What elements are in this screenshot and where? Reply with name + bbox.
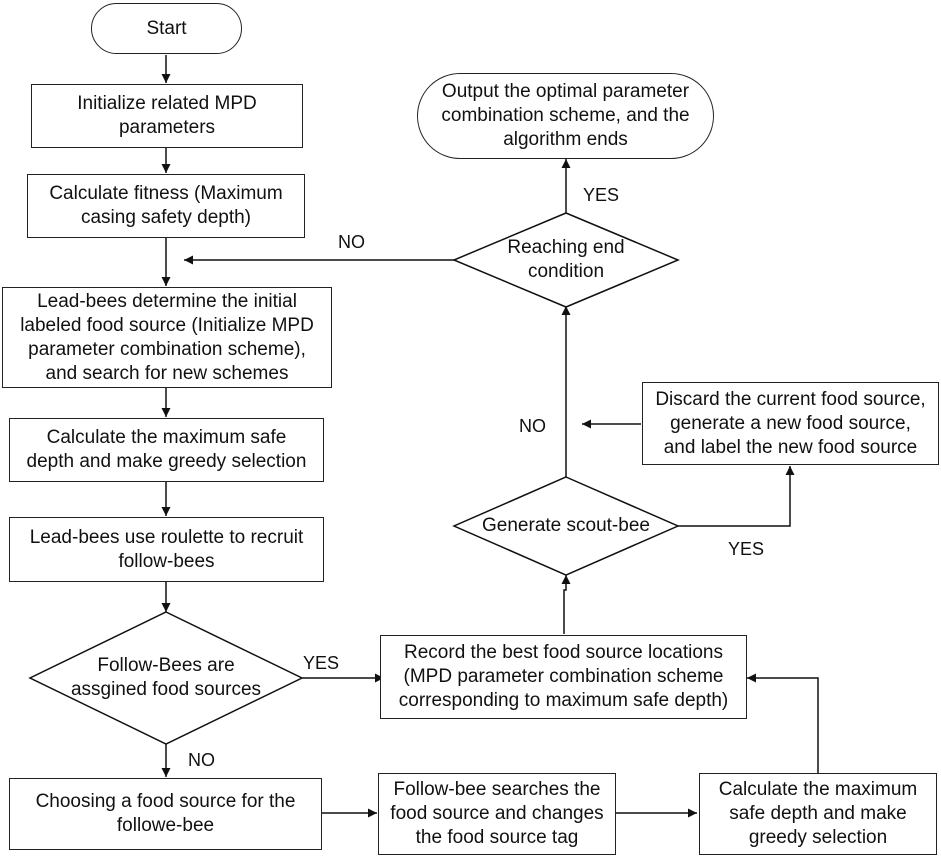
arrow-scout-yes-to-discard <box>678 466 795 527</box>
arrow-calc2-to-record <box>747 673 819 773</box>
end-condition-label: Reaching end condition <box>507 237 625 282</box>
no-label-assigned: NO <box>188 750 215 770</box>
yes-label-assigned: YES <box>303 653 340 673</box>
no-label-end-condition: NO <box>338 232 365 252</box>
follow-assigned-label: Follow-Bees are assgined food sources <box>70 655 262 700</box>
scout-bee-label: Generate scout-bee <box>482 515 650 536</box>
arrow-record-to-scout <box>561 575 571 634</box>
start-terminal: Start <box>91 3 242 54</box>
choose-source-box: Choosing a food source for the followe-b… <box>9 778 322 850</box>
output-terminal: Output the optimal parameter combination… <box>417 73 714 159</box>
discard-source-box: Discard the current food source, generat… <box>642 382 939 465</box>
roulette-box: Lead-bees use roulette to recruit follow… <box>9 517 324 582</box>
decision-scout-bee-shape <box>452 476 680 576</box>
calc-max-safe-box-1: Calculate the maximum safe depth and mak… <box>9 418 324 482</box>
decision-end-condition-shape <box>452 212 680 308</box>
follow-search-box: Follow-bee searches the food source and … <box>378 773 616 855</box>
lead-bees-init-box: Lead-bees determine the initial labeled … <box>2 287 332 388</box>
decision-follow-assigned-shape <box>28 611 304 745</box>
record-best-box: Record the best food source locations (M… <box>380 635 747 719</box>
calc-fitness-box: Calculate fitness (Maximum casing safety… <box>27 174 305 238</box>
yes-label-end-condition: YES <box>583 185 620 205</box>
calc-max-safe-box-2: Calculate the maximum safe depth and mak… <box>699 773 937 855</box>
init-params-box: Initialize related MPD parameters <box>31 84 303 148</box>
yes-label-scout: YES <box>728 539 765 559</box>
no-label-scout: NO <box>519 416 546 436</box>
